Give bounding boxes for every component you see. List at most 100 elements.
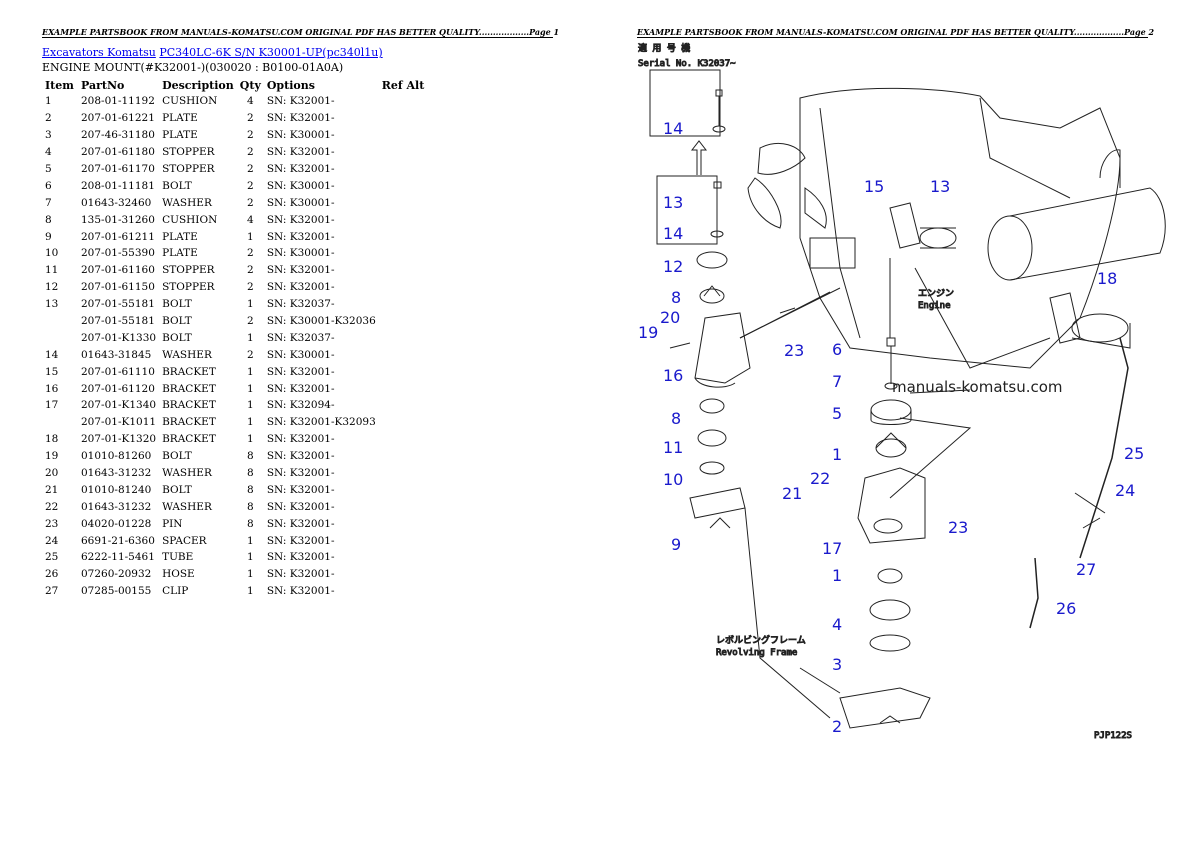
cell-description: BRACKET [162, 399, 216, 412]
cell-qty: 8 [246, 467, 254, 480]
cell-item: 21 [45, 483, 59, 496]
cell-description: PLATE [162, 112, 198, 125]
cell-qty: 2 [246, 281, 254, 294]
cell-ref-alt [379, 296, 435, 313]
cell-qty: 1 [246, 585, 254, 598]
cell-qty: 2 [246, 315, 254, 328]
cell-item: 22 [45, 500, 59, 513]
cell-item: 20 [45, 467, 59, 480]
callout-23-left: 23 [784, 341, 804, 360]
cell-partno: 01643-31845 [81, 348, 152, 361]
cell-ref-alt [379, 397, 435, 414]
cell-partno: 207-01-55390 [81, 247, 155, 260]
column-header-ref-alt: Ref Alt [381, 78, 425, 92]
callout-16: 16 [663, 366, 683, 385]
page-subtitle: ENGINE MOUNT(#K32001-)(030020 : B0100-01… [42, 61, 344, 74]
cell-options: SN: K32001- [266, 433, 335, 446]
cell-ref-alt [379, 279, 435, 296]
cell-qty: 2 [246, 196, 254, 209]
cell-qty: 1 [246, 416, 254, 429]
callout-5: 5 [832, 404, 842, 423]
column-header-qty: Qty [239, 78, 261, 92]
cell-options: SN: K32001- [266, 112, 335, 125]
callout-22: 22 [810, 469, 830, 488]
cell-options: SN: K32001- [266, 517, 335, 530]
bracket-15 [889, 202, 921, 249]
cell-item: 6 [45, 179, 52, 192]
cell-partno: 207-01-K1320 [81, 433, 157, 446]
cell-item: 17 [45, 399, 59, 412]
cell-partno: 07260-20932 [81, 568, 152, 581]
cell-item: 4 [45, 146, 52, 159]
cell-partno: 207-01-61180 [81, 146, 155, 159]
cell-ref-alt [379, 346, 435, 363]
cell-description: BOLT [162, 298, 192, 311]
cell-description: WASHER [162, 348, 212, 361]
cell-description: BRACKET [162, 416, 216, 429]
inset-arrow [690, 140, 708, 175]
cell-qty: 2 [246, 146, 254, 159]
cell-ref-alt [379, 110, 435, 127]
cell-item: 12 [45, 281, 59, 294]
cell-qty: 1 [246, 298, 254, 311]
cell-item: 18 [45, 433, 59, 446]
cell-qty: 1 [246, 433, 254, 446]
breadcrumb-link-excavators[interactable]: Excavators Komatsu [42, 46, 156, 59]
cell-description: PLATE [162, 129, 198, 142]
callout-14-lower: 14 [663, 224, 683, 243]
cell-options: SN: K32001- [266, 467, 335, 480]
cell-item: 13 [45, 298, 59, 311]
frame-label-jp: レボルビングフレーム [716, 634, 806, 646]
parts-table: Item PartNo Description Qty Options Ref … [42, 78, 435, 600]
breadcrumb-link-model[interactable]: PC340LC-6K S/N K30001-UP(pc340l1u) [159, 46, 383, 59]
cell-description: BOLT [162, 450, 192, 463]
cell-item: 5 [45, 163, 52, 175]
cell-ref-alt [379, 329, 435, 346]
muffler-body [1009, 187, 1166, 281]
cell-options: SN: K32001- [266, 450, 335, 463]
cell-ref-alt [379, 161, 435, 178]
cell-item: 1 [45, 95, 52, 108]
cell-description: BRACKET [162, 382, 216, 395]
cell-ref-alt [379, 363, 435, 380]
cell-options: SN: K32001- [266, 264, 335, 277]
cell-ref-alt [379, 532, 435, 549]
cell-options: SN: K30001- [266, 196, 335, 209]
cell-options: SN: K32001- [266, 213, 335, 226]
cell-options: SN: K32001- [266, 382, 335, 395]
callout-21: 21 [782, 484, 802, 503]
cell-description: WASHER [162, 500, 212, 513]
diagram-code: PJP122S [1094, 731, 1132, 741]
cell-description: CUSHION [162, 213, 218, 226]
column-header-options: Options [266, 78, 315, 92]
fan-blades [747, 143, 827, 229]
cell-description: PIN [162, 517, 183, 530]
cell-partno: 208-01-11192 [81, 95, 155, 108]
cell-ref-alt [379, 431, 435, 448]
cell-options: SN: K32001- [266, 551, 335, 564]
callout-13-engine: 13 [930, 177, 950, 196]
cell-qty: 2 [246, 247, 254, 260]
callout-27: 27 [1076, 560, 1096, 579]
cell-ref-alt [379, 448, 435, 465]
cell-description: BOLT [162, 179, 192, 192]
cell-qty: 1 [246, 382, 254, 395]
cell-item: 8 [45, 213, 52, 226]
cell-item [42, 414, 78, 431]
bracket-16 [694, 312, 751, 384]
cell-qty: 2 [246, 163, 254, 175]
cell-partno: 207-01-55181 [81, 298, 155, 311]
callout-25: 25 [1124, 444, 1144, 463]
cell-partno: 207-01-K1340 [81, 399, 157, 412]
cell-partno: 207-01-61221 [81, 112, 155, 125]
hose-26 [1029, 557, 1039, 629]
cell-partno: 207-46-31180 [81, 129, 155, 142]
